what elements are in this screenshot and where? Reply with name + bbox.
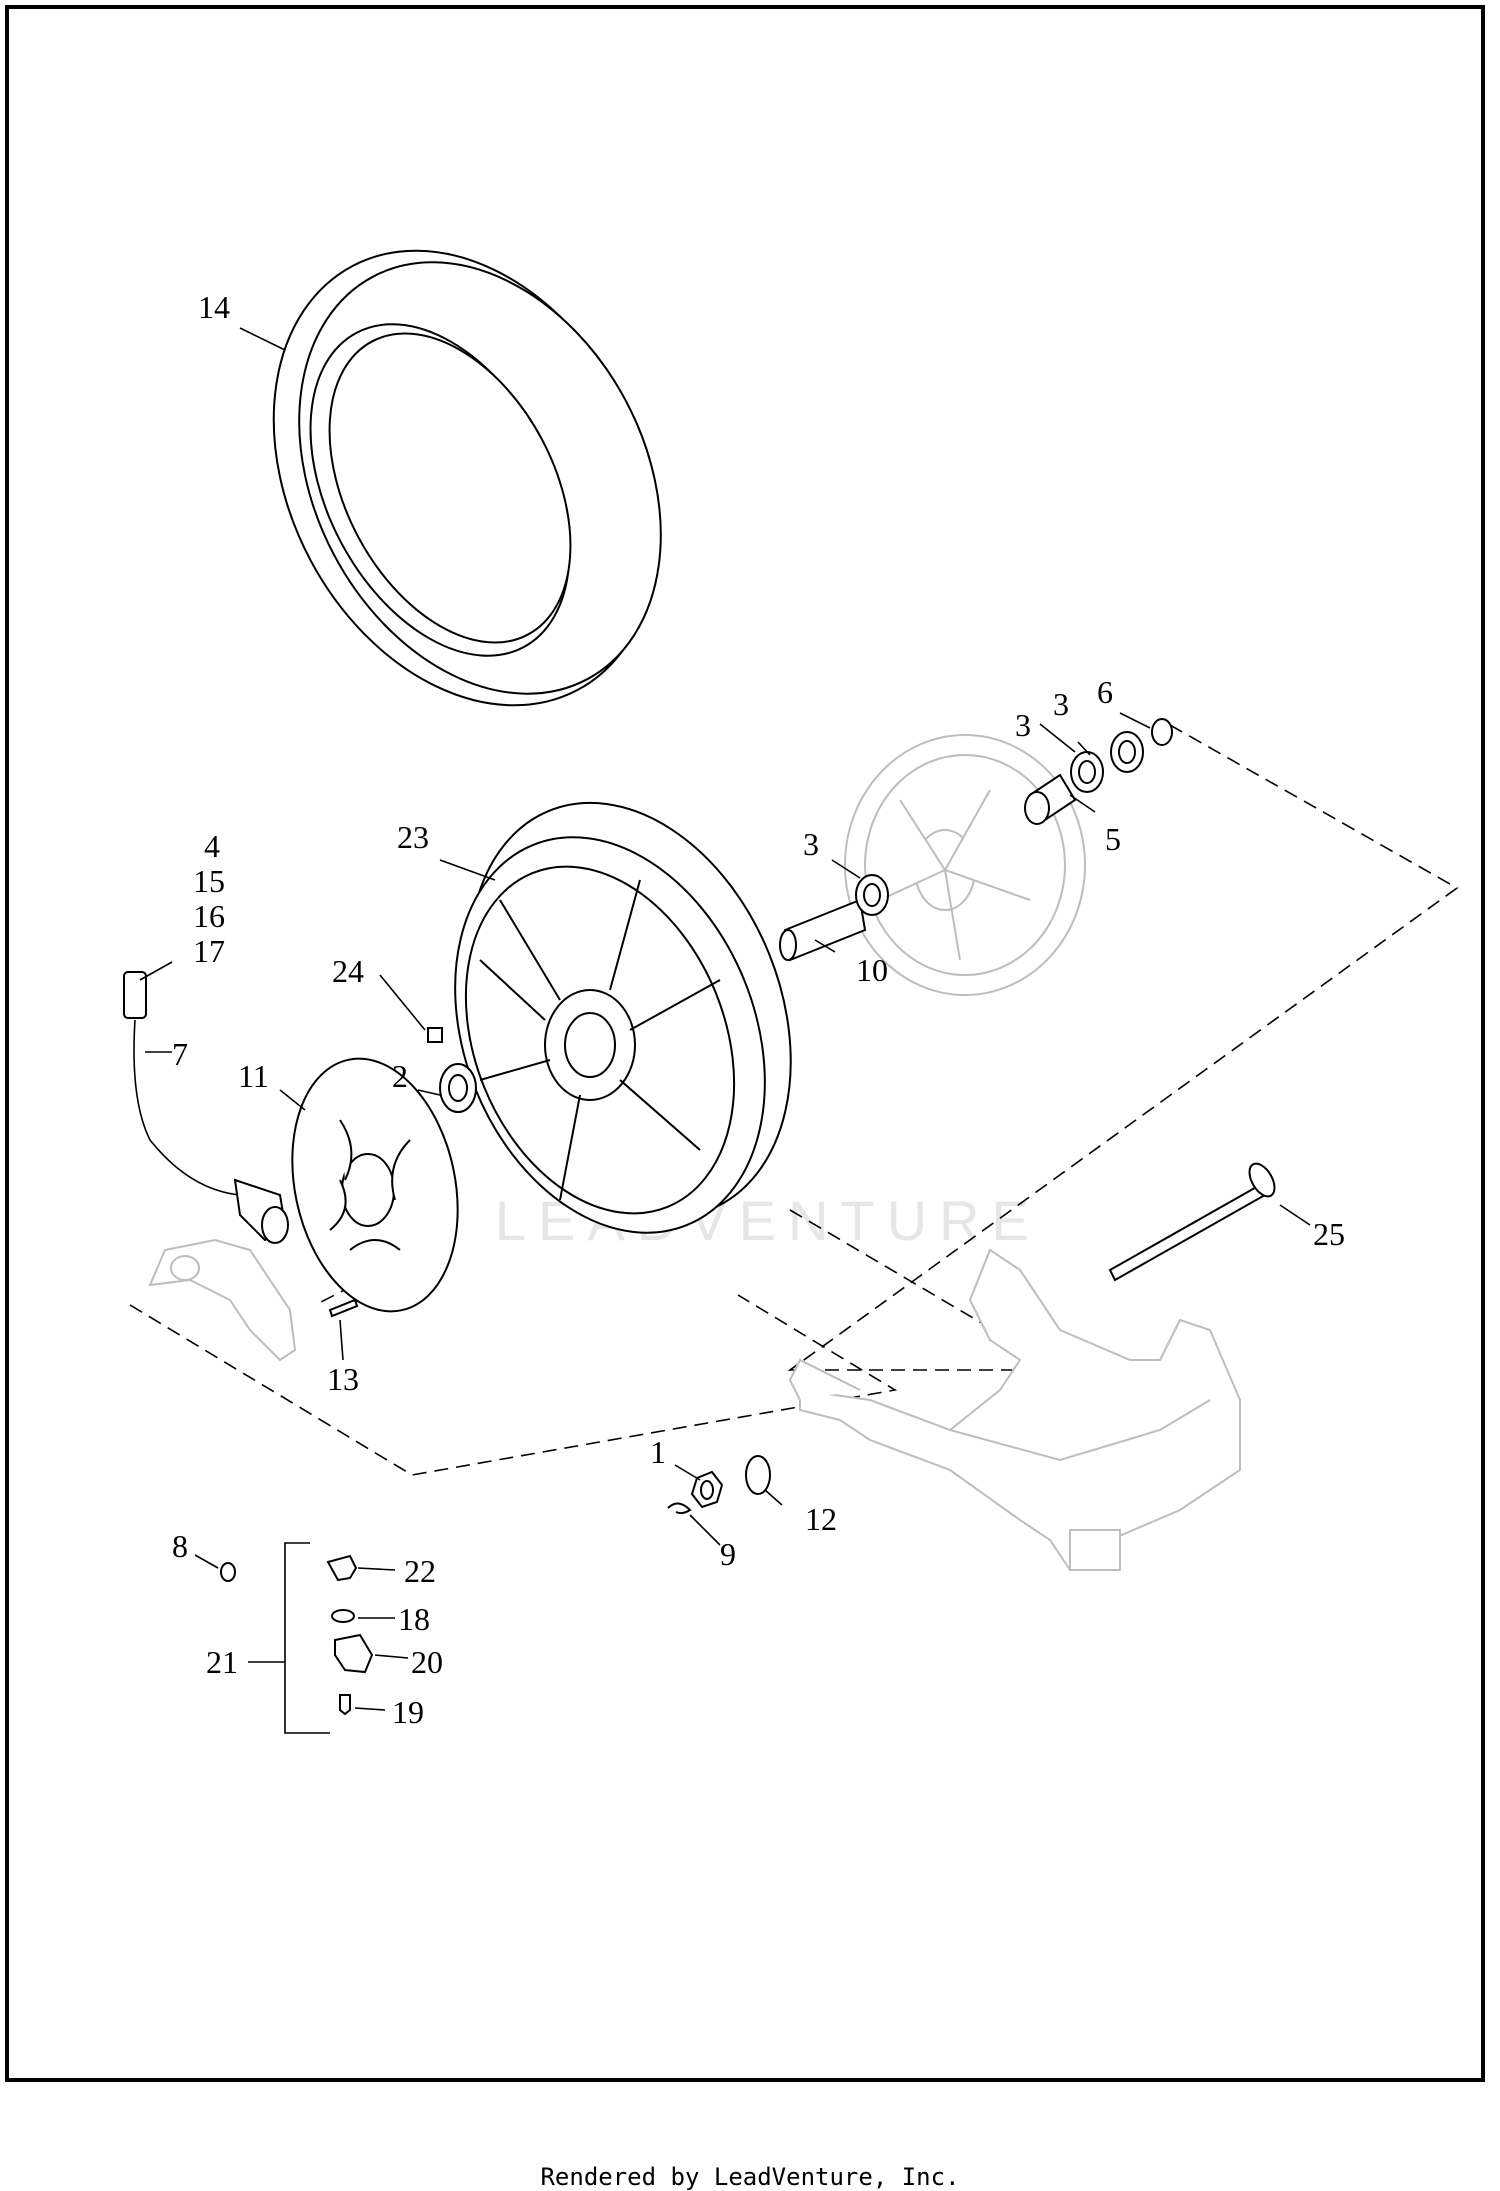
callout-15: 15 <box>193 863 225 899</box>
axle-spacer <box>779 898 867 962</box>
valve-nut <box>427 1027 443 1043</box>
exploded-parts-diagram: LEADVENTURE <box>123 249 1459 1734</box>
callout-22: 22 <box>404 1553 436 1589</box>
callout-25: 25 <box>1313 1216 1345 1252</box>
callout-10: 10 <box>856 952 888 988</box>
axle-nut <box>690 1470 724 1509</box>
valve-cap <box>220 1562 236 1582</box>
tire <box>272 249 662 707</box>
callout-24: 24 <box>332 953 364 989</box>
retaining-ring <box>1151 718 1173 746</box>
tpms-kit-bracket <box>284 1542 330 1734</box>
callout-11: 11 <box>238 1058 269 1094</box>
callout-5: 5 <box>1105 821 1121 857</box>
o-ring <box>331 1609 355 1623</box>
callout-6: 6 <box>1097 674 1113 710</box>
e-clip <box>667 1502 692 1515</box>
tpms-sensor <box>334 1633 374 1674</box>
wheel <box>454 801 792 1234</box>
wheel-speed-sensor <box>123 971 289 1244</box>
rotor-bolt <box>328 1298 359 1318</box>
caliper-bracket-ghost <box>148 1238 297 1362</box>
callout-labels: 14 6 3 3 5 3 23 10 4 15 16 17 24 7 11 2 … <box>172 289 1345 1730</box>
callout-19: 19 <box>392 1694 424 1730</box>
footer-credit: Rendered by LeadVenture, Inc. <box>540 2163 960 2191</box>
rear-sprocket-ghost <box>844 734 1086 996</box>
callout-4: 4 <box>204 828 220 864</box>
callout-17: 17 <box>193 933 225 969</box>
valve-stem <box>326 1554 358 1582</box>
rear-axle <box>1108 1162 1276 1282</box>
callout-3a: 3 <box>1053 686 1069 722</box>
callout-12: 12 <box>805 1501 837 1537</box>
tpms-screw <box>339 1694 351 1716</box>
callout-14: 14 <box>198 289 230 325</box>
seal <box>439 1063 477 1113</box>
callout-8: 8 <box>172 1528 188 1564</box>
washer <box>745 1455 771 1495</box>
callout-3c: 3 <box>803 826 819 862</box>
callout-21: 21 <box>206 1644 238 1680</box>
callout-18: 18 <box>398 1601 430 1637</box>
callout-2: 2 <box>392 1058 408 1094</box>
callout-13: 13 <box>327 1361 359 1397</box>
callout-23: 23 <box>397 819 429 855</box>
diagram-frame: LEADVENTURE <box>5 5 1485 2082</box>
bearings <box>855 731 1144 916</box>
swingarm-ghost <box>788 1248 1241 1572</box>
callout-7: 7 <box>172 1036 188 1072</box>
callout-9: 9 <box>720 1536 736 1572</box>
callout-3b: 3 <box>1015 707 1031 743</box>
callout-1: 1 <box>650 1434 666 1470</box>
brake-rotor <box>291 1057 459 1313</box>
spacer-sleeve <box>1024 773 1077 825</box>
callout-16: 16 <box>193 898 225 934</box>
callout-20: 20 <box>411 1644 443 1680</box>
leader-lines <box>139 327 1311 1711</box>
